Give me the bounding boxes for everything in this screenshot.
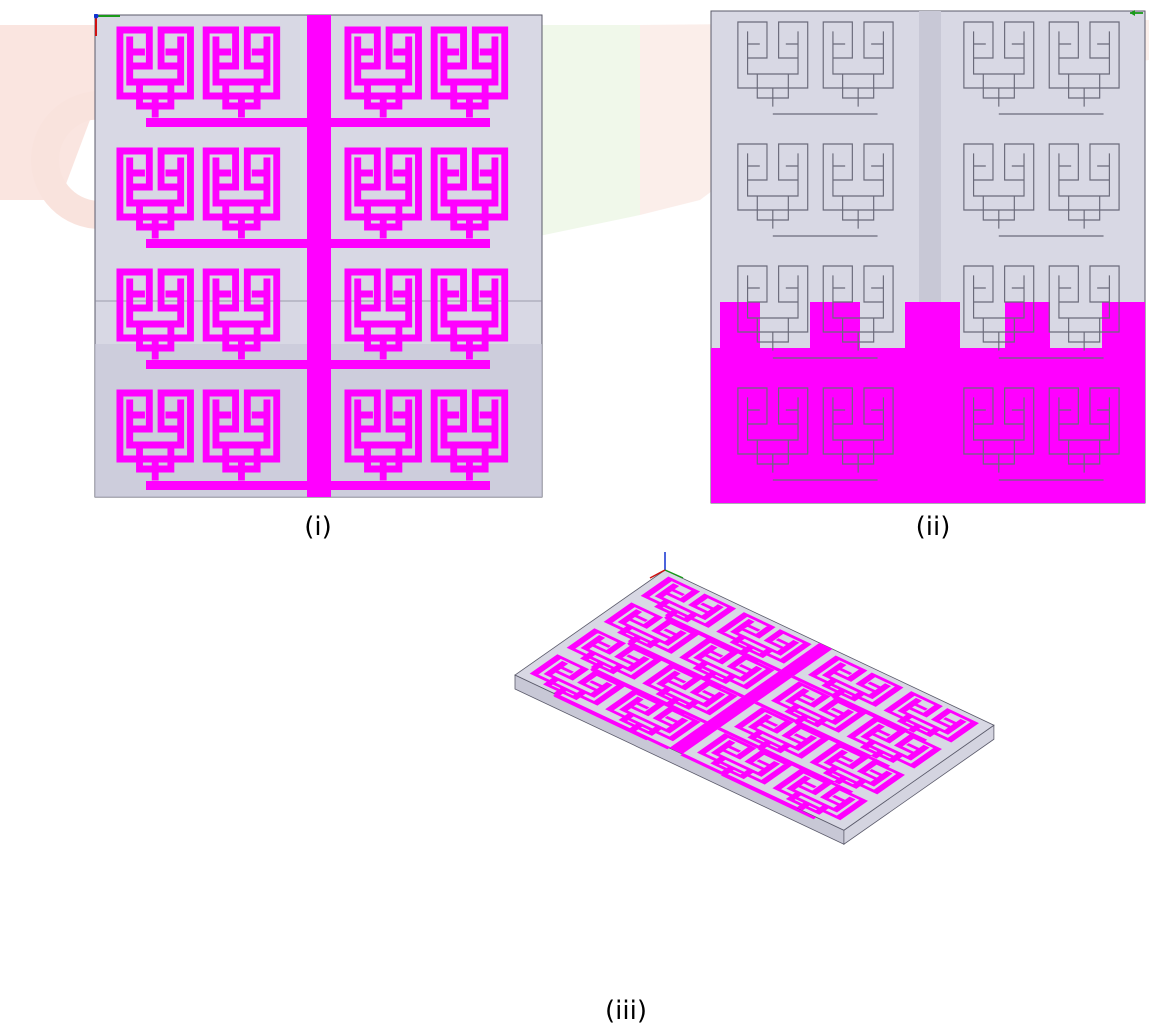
right-element-outline: [963, 21, 1120, 115]
meander-cell: [963, 265, 1035, 351]
ground-plane: [711, 302, 1145, 503]
isometric-view-caption: (iii): [605, 996, 647, 1026]
branch-feed-right: [717, 727, 835, 784]
left-element-outline: [737, 387, 894, 481]
top-view-caption: (i): [304, 512, 332, 542]
branch-feed-left: [627, 641, 745, 698]
xyz-axis-triad-icon: [1130, 10, 1143, 16]
ground-tab: [1005, 302, 1050, 352]
main-feed-line: [307, 15, 331, 497]
meander-cell: [202, 26, 281, 118]
branch-feed-left: [146, 481, 308, 490]
bottom-view-panel: [710, 10, 1147, 505]
meander-cell: [809, 742, 905, 795]
meander-cell: [696, 733, 793, 785]
meander-cell: [202, 389, 281, 481]
meander-cell: [1048, 265, 1120, 351]
isometric-view-panel: [255, 540, 1005, 990]
meander-cell: [529, 654, 626, 706]
meander-cell: [822, 143, 894, 229]
meander-cell: [344, 147, 422, 239]
ground-tab: [1102, 302, 1145, 352]
meander-cell: [430, 268, 509, 360]
branch-feed-left: [146, 239, 308, 248]
meander-cell: [202, 268, 281, 360]
bottom-view-drawing: [710, 10, 1146, 504]
meander-cell: [430, 26, 509, 118]
branch-feed-right: [330, 481, 490, 490]
left-element-outline: [737, 143, 894, 237]
meander-cell: [822, 387, 894, 473]
isometric-view-drawing: [514, 552, 995, 846]
meander-cell: [822, 21, 894, 107]
branch-feed-left: [553, 693, 671, 750]
meander-cell: [116, 147, 194, 239]
meander-cell: [1048, 143, 1120, 229]
top-view-drawing: [94, 14, 543, 498]
meander-cell: [733, 707, 830, 759]
meander-cell: [737, 21, 809, 107]
meander-cell: [716, 612, 812, 664]
meander-cell: [737, 387, 809, 473]
meander-cell: [772, 768, 868, 821]
meander-cell: [116, 268, 194, 360]
meander-cell: [430, 389, 509, 481]
meander-cell: [566, 628, 663, 680]
meander-cell: [605, 689, 701, 742]
branch-feed-right: [330, 239, 490, 248]
branch-feed-left: [664, 615, 782, 672]
meander-cell: [202, 147, 281, 239]
meander-cell: [770, 681, 867, 733]
meander-cell: [1048, 387, 1120, 473]
top-view-panel: [94, 14, 544, 500]
xyz-axis-triad-icon: [649, 552, 684, 579]
meander-cell: [963, 387, 1035, 473]
meander-cell: [116, 389, 194, 481]
branch-feed-right: [791, 675, 909, 732]
branch-feed-right: [754, 701, 872, 758]
ground-tab: [810, 302, 860, 352]
meander-cell: [963, 143, 1035, 229]
meander-cell: [679, 638, 775, 690]
branch-feed-left: [590, 667, 708, 724]
branch-feed-right: [330, 360, 490, 369]
ground-tab: [905, 302, 960, 352]
branch-feed-right: [330, 118, 490, 127]
meander-cell: [883, 691, 979, 743]
branch-feed-left: [146, 360, 308, 369]
meander-cell: [822, 265, 894, 351]
meander-cell: [1048, 21, 1120, 107]
meander-cell: [344, 389, 422, 481]
meander-cell: [807, 655, 904, 707]
main-feed-line: [669, 642, 833, 754]
left-element-outline: [737, 265, 894, 359]
meander-cell: [737, 265, 809, 351]
branch-feed-left: [146, 118, 308, 127]
xyz-axis-triad-icon: [94, 14, 120, 36]
meander-cell: [116, 26, 194, 118]
ground-lower: [711, 348, 1145, 503]
right-element-outline: [963, 387, 1120, 481]
meander-cell: [846, 717, 942, 769]
meander-cell: [344, 26, 422, 118]
right-element-outline: [963, 265, 1120, 359]
meander-cell: [640, 576, 737, 628]
meander-cell: [344, 268, 422, 360]
meander-cell: [603, 602, 700, 654]
meander-cell: [963, 21, 1035, 107]
meander-cell: [430, 147, 509, 239]
patch-layer: [529, 576, 979, 821]
meander-cell: [737, 143, 809, 229]
meander-cell: [642, 663, 738, 716]
ground-tab: [720, 302, 760, 352]
right-element-outline: [963, 143, 1120, 237]
left-element-outline: [737, 21, 894, 115]
bottom-view-caption: (ii): [915, 512, 951, 542]
branch-feed-right: [680, 753, 798, 810]
